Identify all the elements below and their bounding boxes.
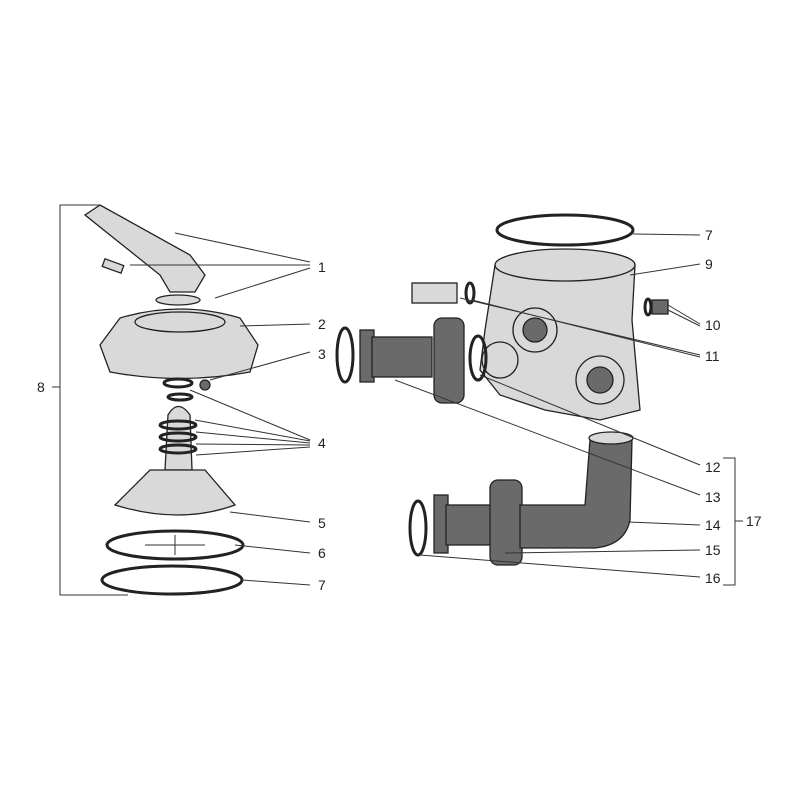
label-part-1: 1 bbox=[318, 259, 326, 275]
label-part-14: 14 bbox=[705, 517, 721, 533]
rotor-part-5 bbox=[113, 469, 237, 516]
label-part-17: 17 bbox=[746, 513, 762, 529]
label-part-5: 5 bbox=[318, 515, 326, 531]
label-part-8: 8 bbox=[37, 379, 45, 395]
label-part-2: 2 bbox=[318, 316, 326, 332]
label-part-11: 11 bbox=[705, 348, 720, 364]
label-part-16: 16 bbox=[705, 570, 721, 586]
small-parts-3-4 bbox=[158, 377, 211, 471]
label-part-3: 3 bbox=[318, 346, 326, 362]
label-part-7-left: 7 bbox=[318, 577, 326, 593]
oring-part-7-right bbox=[495, 213, 635, 247]
gasket-part-6 bbox=[105, 529, 245, 561]
valve-cover-part-2 bbox=[99, 308, 259, 380]
label-part-15: 15 bbox=[705, 542, 721, 558]
elbow-parts-14-16 bbox=[408, 431, 634, 566]
handle-part-1 bbox=[83, 204, 206, 306]
label-part-7-right: 7 bbox=[705, 227, 713, 243]
label-part-6: 6 bbox=[318, 545, 326, 561]
label-part-10: 10 bbox=[705, 317, 721, 333]
label-part-13: 13 bbox=[705, 489, 721, 505]
valve-body-part-9 bbox=[479, 248, 641, 421]
oring-part-7-left bbox=[100, 564, 244, 596]
insert-part-11 bbox=[411, 281, 476, 305]
label-part-9: 9 bbox=[705, 256, 713, 272]
label-part-4: 4 bbox=[318, 435, 326, 451]
plug-part-10 bbox=[643, 297, 669, 317]
label-part-12: 12 bbox=[705, 459, 721, 475]
union-parts-12-13 bbox=[335, 317, 488, 404]
leader-lines bbox=[52, 204, 743, 596]
